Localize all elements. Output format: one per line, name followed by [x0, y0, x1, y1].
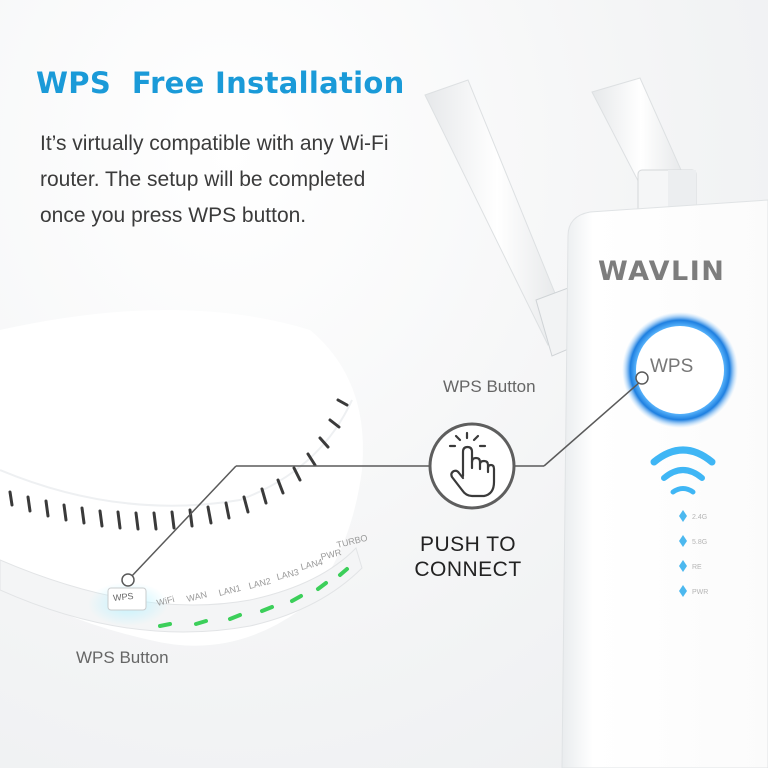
- extender-wps-button[interactable]: WPS: [650, 356, 694, 377]
- extender-body: [561, 199, 768, 768]
- extender-callout-dot: [635, 371, 649, 385]
- description: It’s virtually compatible with any Wi-Fi…: [40, 132, 389, 227]
- extender-led-label: 2.4G: [692, 514, 708, 521]
- push-to-connect-label: PUSH TO CONNECT: [414, 533, 522, 581]
- router-callout-dot: [121, 573, 135, 587]
- extender-led-label: 5.8G: [692, 539, 708, 546]
- router-body: [0, 310, 363, 646]
- extender-wps-callout-label: WPS Button: [443, 377, 536, 396]
- extender-antennas: [424, 77, 697, 357]
- extender-leds: [679, 510, 687, 597]
- hand-press-icon: [428, 422, 516, 510]
- headline: WPS Free Installation: [36, 66, 405, 100]
- callout-lines: [129, 381, 641, 579]
- extender-brand-logo: WAVLIN: [598, 256, 726, 287]
- extender-led-label: PWR: [692, 589, 709, 596]
- wifi-signal-icon: [650, 446, 716, 495]
- extender-led-label: RE: [692, 564, 702, 571]
- router-wps-callout-label: WPS Button: [76, 648, 169, 667]
- router-wps-button[interactable]: WPS: [112, 590, 134, 604]
